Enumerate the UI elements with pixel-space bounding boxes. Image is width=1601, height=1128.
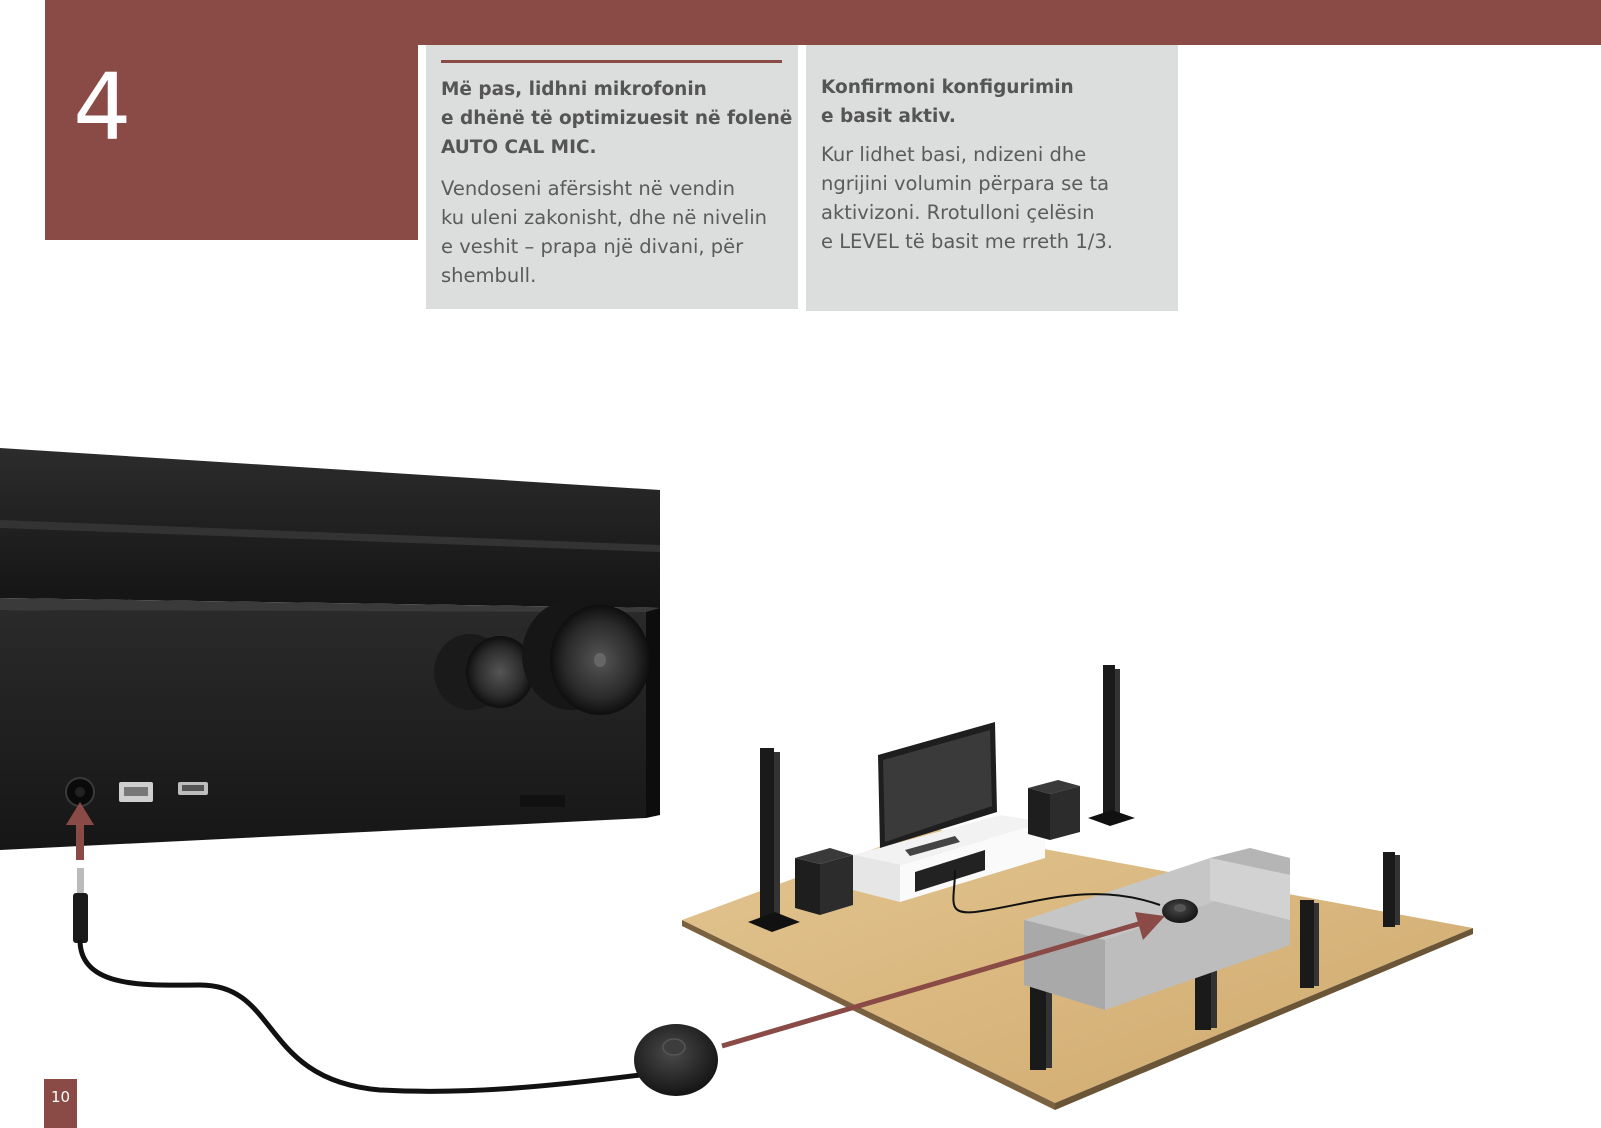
tower-speaker-front-right-icon [1088,665,1135,826]
volume-knob-large-icon [522,600,650,715]
panel-heading: Më pas, lidhni mikrofonin e dhënë të opt… [441,79,793,158]
panel-heading: Konfirmoni konfigurimin e basit aktiv. [821,77,1074,127]
page-number: 10 [50,1088,71,1106]
step-number: 4 [73,54,132,161]
room-mic-cable [952,869,1161,914]
panel-accent-rule [441,60,782,63]
setup-illustration [0,448,1473,1110]
subwoofer-left-icon [795,848,853,915]
mic-cable [77,939,641,1094]
arrow-to-jack-icon [66,802,94,860]
mic-plug-icon [73,868,88,943]
headphone-jack-icon [65,777,95,807]
tv-icon [878,722,997,856]
hdmi-port-icon [178,782,208,795]
tower-speaker-rear-2-icon [1300,900,1319,988]
placement-arrow-icon [721,912,1165,1049]
page-number-badge: 10 [44,1079,77,1128]
tower-speaker-center-icon [1030,985,1052,1070]
usb-port-icon [119,782,153,802]
room-mic-icon [1162,899,1198,923]
subwoofer-right-icon [1028,780,1080,840]
volume-knob-small-icon [434,634,534,710]
instruction-panel-bass: Konfirmoni konfigurimin e basit aktiv. K… [806,45,1178,311]
instruction-panel-mic: Më pas, lidhni mikrofonin e dhënë të opt… [426,45,798,309]
sofa-icon [1024,848,1290,1010]
panel-body: Kur lidhet basi, ndizeni dhe ngrijini vo… [821,143,1113,253]
step-box: 4 [45,0,418,240]
tower-speaker-front-left-icon [748,748,800,932]
tower-speaker-rear-3-icon [1383,852,1400,927]
microphone-icon [634,1024,718,1096]
panel-body: Vendoseni afërsisht në vendin ku uleni z… [441,177,768,287]
